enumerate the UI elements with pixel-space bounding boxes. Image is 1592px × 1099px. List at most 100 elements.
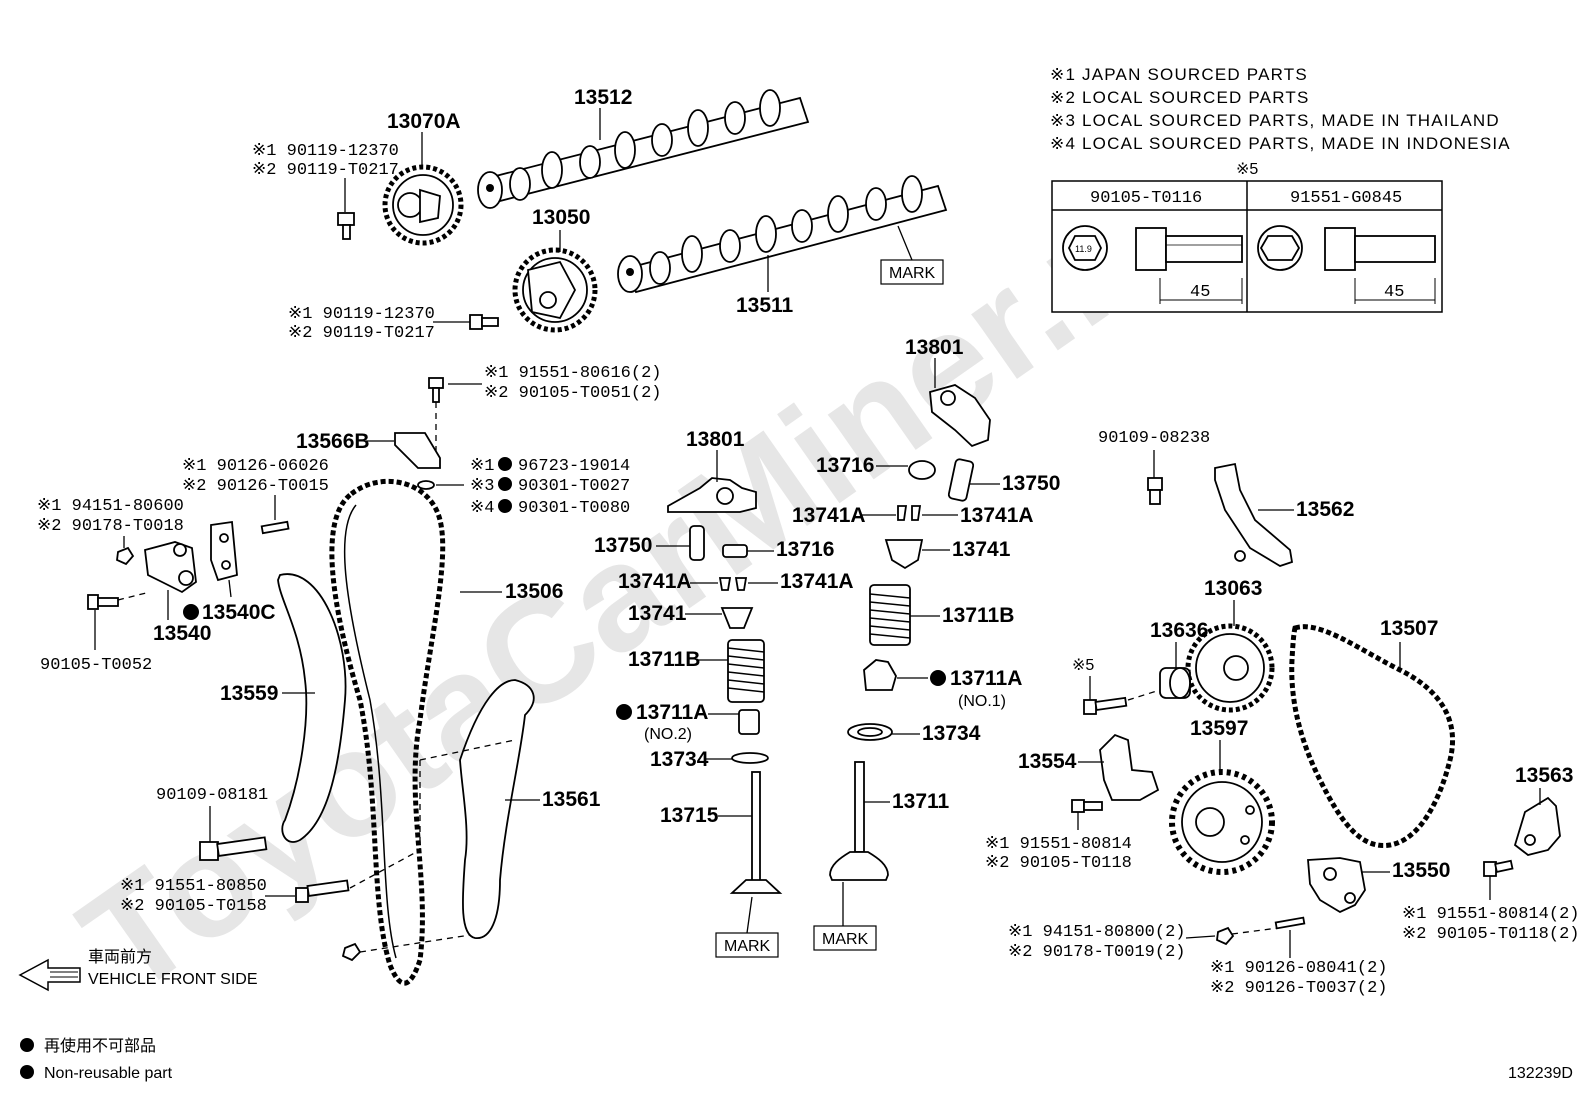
label-bolt-90109-08238: 90109-08238 [1098, 429, 1210, 448]
bolt-icon [469, 314, 499, 330]
label-13511: 13511 [736, 294, 794, 317]
bolt-icon [337, 212, 355, 240]
label-13741a-d: 13741A [960, 504, 1034, 527]
bolt-icon [87, 594, 119, 610]
bolt-icon [1083, 696, 1128, 715]
non-reusable-jp: 再使用不可部品 [44, 1037, 156, 1055]
label-stud-1-jp: ※1 90126-06026 [182, 457, 329, 476]
bolt-spec-table: 90105-T0116 91551-G0845 11.9 45 45 [1051, 180, 1443, 313]
camshaft-13512 [477, 89, 810, 209]
label-13507: 13507 [1380, 617, 1438, 640]
camshaft-13511 [617, 175, 948, 294]
label-stud-1-local: ※2 90126-T0015 [182, 477, 329, 496]
rocker-arm-13801 [667, 477, 757, 513]
valve-keeper-13741a [911, 505, 922, 521]
lash-adjuster-13750 [947, 458, 975, 502]
bolt-icon [295, 879, 350, 903]
label-13050: 13050 [532, 206, 590, 229]
label-13801-a: 13801 [686, 428, 745, 451]
label-bolt-3-jp: ※1 91551-80616(2) [484, 364, 661, 383]
label-13636: 13636 [1150, 619, 1208, 642]
label-bolt-2-jp: ※1 90119-12370 [288, 305, 435, 324]
note-japan-sourced: ※1 JAPAN SOURCED PARTS [1050, 65, 1308, 84]
non-reusable-dot [616, 704, 632, 720]
label-13801-b: 13801 [905, 336, 964, 359]
note-ref-5: ※5 [1236, 161, 1258, 178]
intake-valve-13711 [829, 761, 889, 881]
valve-keeper-13741a [897, 505, 908, 521]
valve-lash-cap-13716 [722, 544, 748, 558]
lash-adjuster-13750 [689, 525, 705, 561]
note-made-in-indonesia: ※4 LOCAL SOURCED PARTS, MADE IN INDONESI… [1050, 134, 1511, 153]
label-nut-2-jp: ※1 94151-80800(2) [1008, 923, 1185, 942]
label-no2: (NO.2) [644, 726, 692, 743]
label-13550: 13550 [1392, 859, 1450, 882]
label-bolt-90105-t0052: 90105-T0052 [40, 656, 152, 675]
note-made-in-thailand: ※3 LOCAL SOURCED PARTS, MADE IN THAILAND [1050, 111, 1500, 130]
label-13741a-b: 13741A [780, 570, 854, 593]
bolt-icon [428, 377, 444, 403]
nut-icon [116, 546, 135, 566]
label-13566b: 13566B [296, 430, 370, 453]
label-bolt-2-local: ※2 90119-T0217 [288, 324, 435, 343]
chain-guide-13561 [459, 679, 535, 939]
label-bolt-5-jp: ※1 91551-80814 [985, 835, 1132, 854]
bolt-length-1: 45 [1190, 283, 1210, 302]
label-13554: 13554 [1018, 750, 1077, 773]
label-13750-a: 13750 [594, 534, 652, 557]
label-13715: 13715 [660, 804, 719, 827]
label-13716-a: 13716 [776, 538, 834, 561]
label-bolt-4-local: ※2 90105-T0158 [120, 897, 267, 916]
vehicle-front-arrow-icon [18, 958, 81, 992]
label-no1: (NO.1) [958, 693, 1006, 710]
o-ring-icon [417, 480, 435, 490]
chain-guide-13563 [1513, 796, 1561, 856]
label-bolt-90109-08181: 90109-08181 [156, 786, 268, 805]
valve-stem-seal-13711a [738, 709, 760, 735]
label-13750-b: 13750 [1002, 472, 1060, 495]
valve-spring-seat-13734 [731, 752, 769, 764]
label-bolt-5-local: ※2 90105-T0118 [985, 854, 1132, 873]
sprocket-13597 [1169, 769, 1275, 875]
chain-guide-13559 [277, 573, 347, 843]
bolt-icon [1147, 477, 1163, 505]
drawing-id: 132239D [1508, 1065, 1573, 1082]
oil-nozzle-13566b [394, 432, 441, 469]
label-bolt-6-jp: ※1 91551-80814(2) [1402, 905, 1579, 924]
label-bolt-6-local: ※2 90105-T0118(2) [1402, 925, 1579, 944]
label-13512: 13512 [574, 86, 632, 109]
valve-retainer-13741 [720, 607, 754, 629]
label-13734-b: 13734 [922, 722, 981, 745]
label-13597: 13597 [1190, 717, 1248, 740]
label-bolt-1-jp: ※1 90119-12370 [252, 142, 399, 161]
ref-4: ※4 [470, 499, 494, 518]
valve-stem-seal-13711a [863, 659, 897, 691]
valve-lash-cap-13716 [908, 460, 936, 480]
bolt-icon [1483, 859, 1514, 877]
label-13711b-a: 13711B [628, 648, 700, 671]
non-reusable-en: Non-reusable part [44, 1065, 173, 1082]
label-13063: 13063 [1204, 577, 1262, 600]
label-stud-2-local: ※2 90126-T0037(2) [1210, 979, 1387, 998]
label-13711: 13711 [892, 790, 950, 813]
label-13562: 13562 [1296, 498, 1354, 521]
label-o-ring-jp: 96723-19014 [518, 457, 630, 476]
label-bolt-4-jp: ※1 91551-80850 [120, 877, 267, 896]
valve-retainer-13741 [884, 539, 924, 570]
label-ref-5: ※5 [1072, 657, 1094, 674]
timing-chain-13506 [329, 478, 446, 986]
cam-timing-gear-13070a [382, 164, 464, 246]
notes-legend: ※1 JAPAN SOURCED PARTS ※2 LOCAL SOURCED … [1050, 65, 1511, 178]
label-13711b-b: 13711B [942, 604, 1014, 627]
bushing-13636 [1159, 667, 1191, 699]
label-o-ring-thailand: 90301-T0027 [518, 477, 630, 496]
label-mark-camshaft: MARK [889, 265, 936, 282]
non-reusable-dot [930, 670, 946, 686]
ref-3: ※3 [470, 477, 494, 496]
chain-tensioner-13550 [1307, 857, 1366, 914]
bolt-icon [1071, 799, 1103, 813]
label-13561: 13561 [542, 788, 601, 811]
front-side-en: VEHICLE FRONT SIDE [88, 971, 258, 988]
label-13741-b: 13741 [952, 538, 1011, 561]
